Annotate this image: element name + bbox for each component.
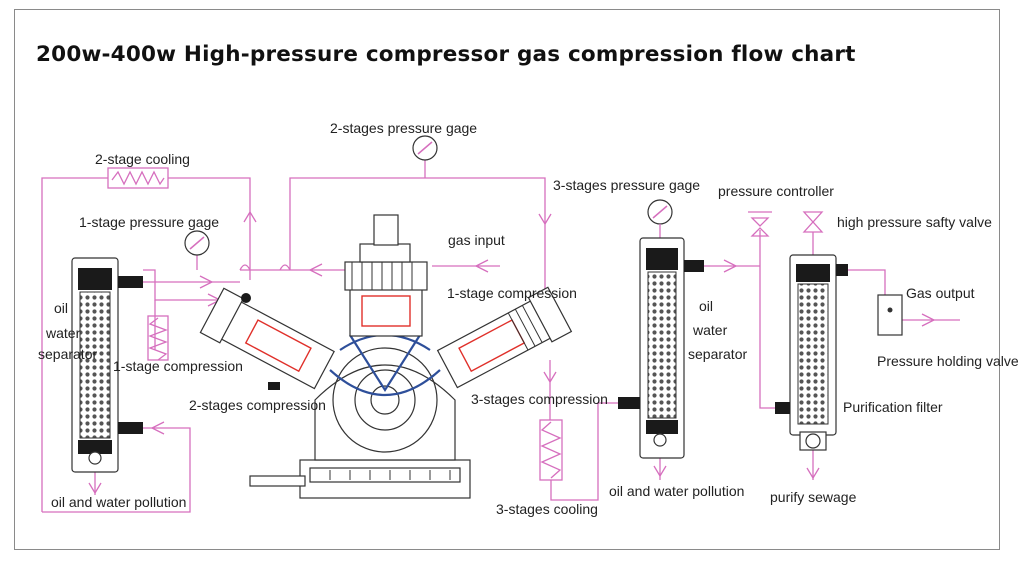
label-oil-water-pollution-mid: oil and water pollution bbox=[609, 483, 744, 499]
diagram-labels: 2-stage cooling 2-stages pressure gage 3… bbox=[38, 120, 1019, 517]
filter-icon bbox=[775, 254, 848, 451]
label-purify-sewage: purify sewage bbox=[770, 489, 857, 505]
label-1-stage-pressure-gage: 1-stage pressure gage bbox=[79, 214, 219, 230]
label-purification-filter: Purification filter bbox=[843, 399, 943, 415]
label-oil-mid: oil bbox=[699, 298, 713, 314]
page-title: 200w-400w High-pressure compressor gas c… bbox=[36, 42, 856, 67]
label-oil-water-pollution-left: oil and water pollution bbox=[51, 494, 186, 510]
label-2-stage-cooling: 2-stage cooling bbox=[95, 151, 190, 167]
label-gas-input: gas input bbox=[448, 232, 505, 248]
diagram-frame bbox=[14, 9, 1000, 550]
pipe-network bbox=[41, 160, 960, 513]
label-gas-output: Gas output bbox=[906, 285, 975, 301]
label-3-stage-cooling: 3-stages cooling bbox=[496, 501, 598, 517]
label-safety-valve: high pressure safty valve bbox=[837, 214, 992, 230]
label-1-stage-compression-top: 1-stage compression bbox=[447, 285, 577, 301]
left-separator bbox=[71, 257, 143, 473]
pressure-gage-icon bbox=[412, 135, 438, 161]
label-water-left: water bbox=[45, 325, 81, 341]
pressure-controller-icon bbox=[748, 211, 772, 237]
pressure-gage-icon bbox=[647, 199, 673, 238]
label-separator-left: separator bbox=[38, 346, 97, 362]
label-2-stage-compression: 2-stages compression bbox=[189, 397, 326, 413]
label-3-stage-compression: 3-stages compression bbox=[471, 391, 608, 407]
label-1-stage-compression-left: 1-stage compression bbox=[113, 358, 243, 374]
label-separator-mid: separator bbox=[688, 346, 747, 362]
label-3-stage-pressure-gage: 3-stages pressure gage bbox=[553, 177, 700, 193]
label-pressure-holding-valve: Pressure holding valve bbox=[877, 353, 1019, 369]
safety-valve-icon bbox=[802, 211, 824, 233]
label-oil-left: oil bbox=[54, 300, 68, 316]
label-pressure-controller: pressure controller bbox=[718, 183, 834, 199]
middle-separator bbox=[618, 237, 704, 459]
pressure-holding-valve bbox=[877, 294, 903, 336]
pressure-gage-icon bbox=[184, 230, 210, 256]
label-water-mid: water bbox=[692, 322, 728, 338]
label-2-stage-pressure-gage: 2-stages pressure gage bbox=[330, 120, 477, 136]
compressor bbox=[199, 214, 573, 499]
